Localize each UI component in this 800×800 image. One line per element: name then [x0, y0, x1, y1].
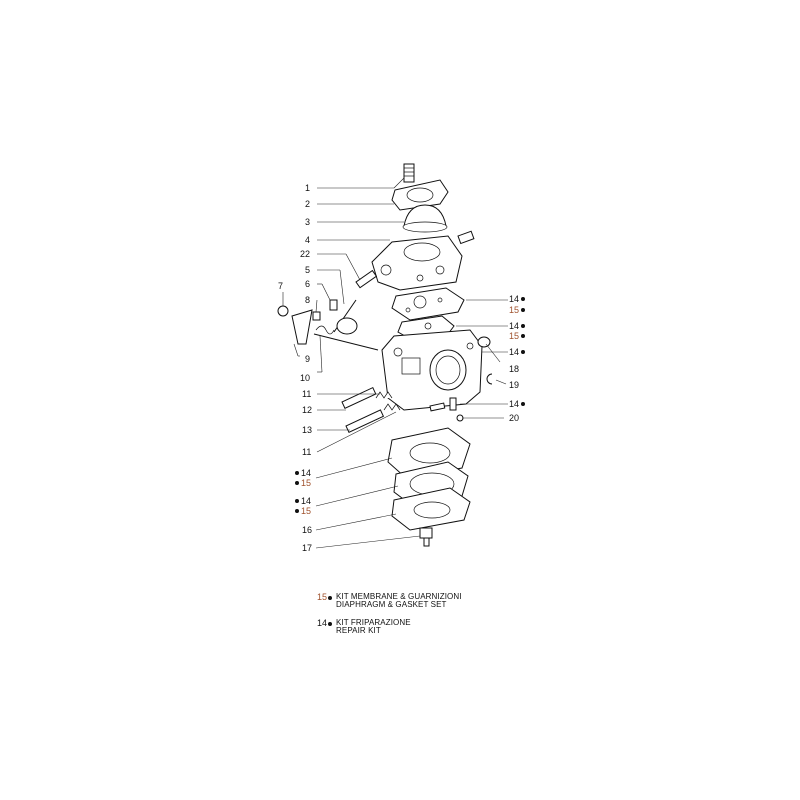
part-throttle-disc: [315, 317, 358, 335]
callout-14-f: 14: [301, 496, 311, 506]
part-screw-bottom: [419, 527, 433, 547]
callout-19: 19: [509, 380, 519, 390]
legend-14-line1: KIT FRIPARAZIONE: [336, 618, 411, 627]
callout-4: 4: [305, 235, 310, 245]
callout-15-b-dot: [521, 334, 525, 338]
part-small-set: [429, 397, 464, 422]
callout-15-f: 15: [301, 506, 311, 516]
callout-14-c: 14: [509, 347, 519, 357]
legend-key-15: 15: [310, 593, 336, 602]
callout-15-a: 15: [509, 305, 519, 315]
callout-14-c-dot: [521, 350, 525, 354]
part-carb-body: [381, 329, 483, 411]
part-screw-small: [312, 299, 338, 321]
parts-drawing: [277, 163, 493, 547]
callout-11-a: 11: [302, 389, 311, 399]
callout-17: 17: [302, 543, 312, 553]
part-primer-bulb: [402, 204, 448, 233]
callout-6: 6: [305, 279, 310, 289]
callout-14-d-dot: [521, 402, 525, 406]
callout-5: 5: [305, 265, 310, 275]
legend-key-15-label: 15: [316, 592, 327, 602]
part-flange: [391, 179, 449, 211]
callout-12: 12: [302, 405, 312, 415]
callout-13: 13: [302, 425, 312, 435]
legend-14-line2: REPAIR KIT: [336, 626, 381, 635]
callout-14-d: 14: [509, 399, 519, 409]
callout-8: 8: [305, 295, 310, 305]
callout-9: 9: [305, 354, 310, 364]
legend-kit-15: 15 KIT MEMBRANE & GUARNIZIONI DIAPHRAGM …: [310, 593, 530, 609]
callout-15-e: 15: [301, 478, 311, 488]
legend-dot-icon: [328, 595, 332, 600]
part-pump-cover: [371, 230, 475, 291]
callout-22: 22: [300, 249, 310, 259]
part-cover-plate: [391, 487, 471, 531]
callout-14-f-dot: [295, 499, 299, 503]
callout-10: 10: [300, 373, 310, 383]
legend-text-15: KIT MEMBRANE & GUARNIZIONI DIAPHRAGM & G…: [336, 593, 462, 609]
callout-15-b: 15: [509, 331, 519, 341]
legend-text-14: KIT FRIPARAZIONE REPAIR KIT: [336, 619, 411, 635]
callout-14-b-dot: [521, 324, 525, 328]
callout-15-e-dot: [295, 481, 299, 485]
legend-key-14-label: 14: [316, 618, 327, 628]
part-cap: [477, 336, 491, 348]
legend: 15 KIT MEMBRANE & GUARNIZIONI DIAPHRAGM …: [310, 593, 530, 645]
part-adjust-screws: [341, 386, 401, 434]
legend-key-14: 14: [310, 619, 336, 628]
callout-14-a: 14: [509, 294, 519, 304]
callout-14-a-dot: [521, 297, 525, 301]
legend-15-line1: KIT MEMBRANE & GUARNIZIONI: [336, 592, 462, 601]
callout-15-f-dot: [295, 509, 299, 513]
callout-15-a-dot: [521, 308, 525, 312]
part-choke-lever: [277, 305, 379, 351]
part-needle-valve: [355, 269, 378, 289]
legend-dot-icon: [328, 621, 332, 626]
callout-18: 18: [509, 364, 519, 374]
callout-16: 16: [302, 525, 312, 535]
callout-7: 7: [278, 281, 283, 291]
callout-14-e-dot: [295, 471, 299, 475]
callout-3: 3: [305, 217, 310, 227]
part-clip: [486, 373, 493, 385]
callout-20: 20: [509, 413, 519, 423]
part-screw-top: [403, 163, 415, 183]
callout-1: 1: [305, 183, 310, 193]
callout-11-b: 11: [302, 447, 311, 457]
callout-2: 2: [305, 199, 310, 209]
part-gasket-upper: [391, 287, 465, 321]
legend-kit-14: 14 KIT FRIPARAZIONE REPAIR KIT: [310, 619, 530, 635]
callout-14-b: 14: [509, 321, 519, 331]
leader-lines: [282, 177, 508, 549]
callouts: 1 2 3 4 22 5 7 6 8 9 10 14 15 14 15 14 1…: [278, 183, 525, 553]
legend-15-line2: DIAPHRAGM & GASKET SET: [336, 600, 447, 609]
callout-14-e: 14: [301, 468, 311, 478]
